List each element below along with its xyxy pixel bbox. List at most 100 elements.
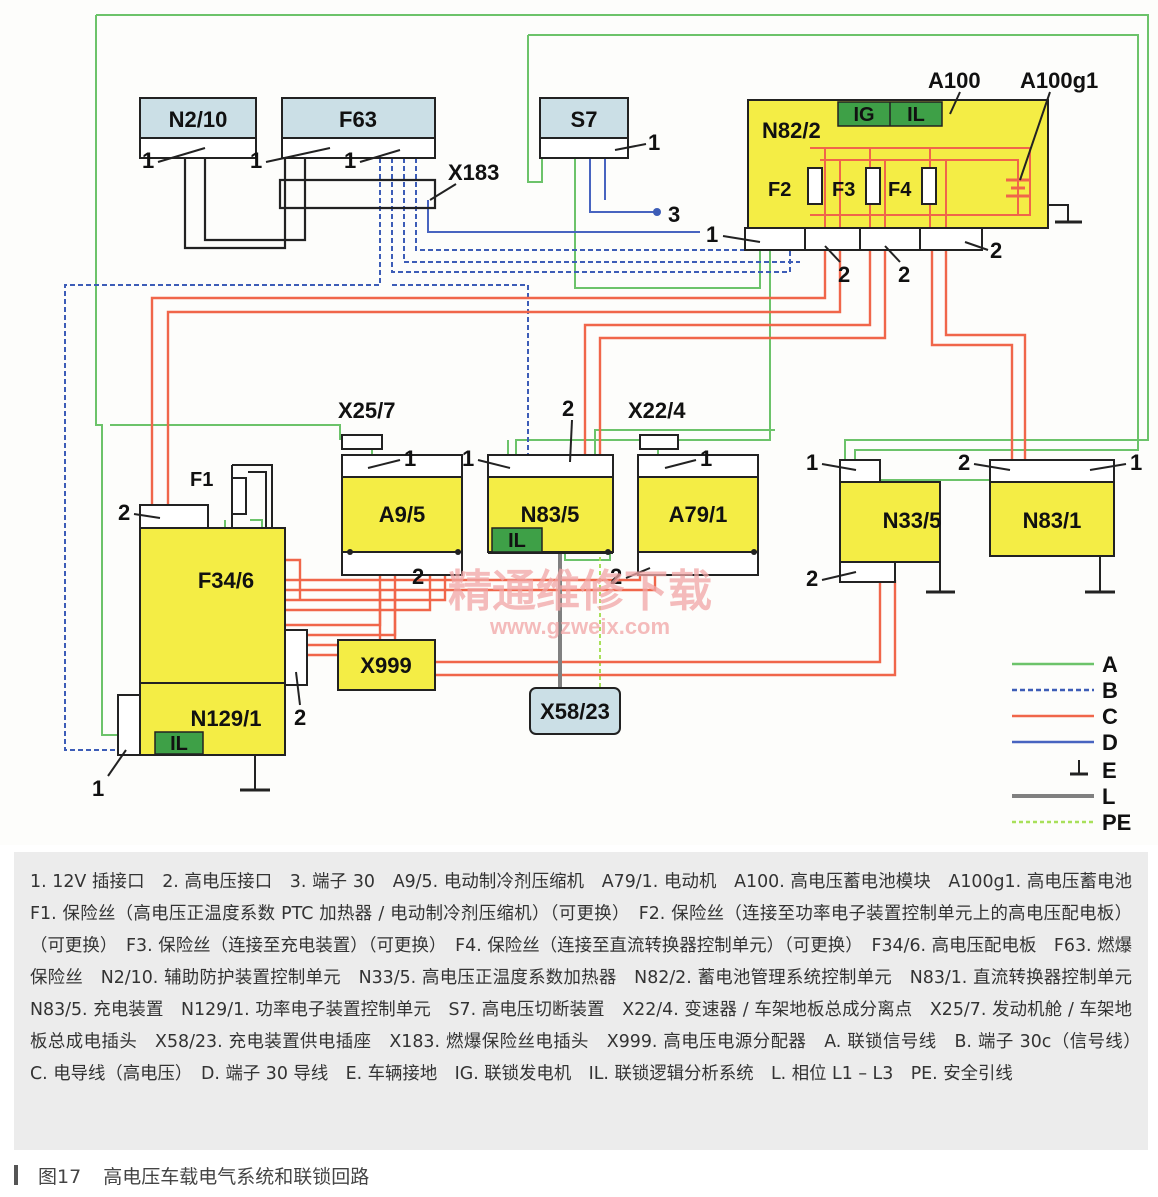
svg-text:2: 2 [898, 262, 910, 287]
terminal-30c-lines [64, 158, 808, 751]
a9-5-box [341, 476, 463, 553]
n83-1-label: N83/1 [1023, 508, 1082, 533]
fuse-f3-icon [865, 167, 881, 205]
wiring-diagram: N2/10 F63 S7 IG IL N82/2 F2 F3 F4 A [64, 14, 1149, 835]
pin-labels: 1 1 1 1 3 1 2 2 2 2 1 1 2 1 1 2 1 2 2 2 [92, 130, 1142, 801]
n83-5-il-module [491, 527, 543, 553]
watermark: 精通维修下载 www.gzweix.com [448, 567, 712, 639]
x22-4-label: X22/4 [628, 398, 686, 423]
x183-label: X183 [448, 160, 499, 185]
n83-1-ground-icon [1085, 556, 1115, 594]
n83-5-il-label: IL [508, 530, 526, 552]
x58-23-label: X58/23 [540, 699, 610, 724]
f1-label: F1 [190, 469, 213, 491]
figure-title-text: 高电压车载电气系统和联锁回路 [103, 1165, 370, 1188]
svg-text:PE: PE [1102, 810, 1131, 835]
svg-text:D: D [1102, 730, 1118, 755]
f34-6-label: F34/6 [198, 568, 254, 593]
n129-1-il-label: IL [170, 733, 188, 755]
figure-number: 图17 [38, 1165, 82, 1188]
svg-text:2: 2 [118, 500, 130, 525]
svg-text:1: 1 [344, 148, 356, 173]
svg-text:1: 1 [250, 148, 262, 173]
svg-text:1: 1 [142, 148, 154, 173]
svg-text:2: 2 [412, 564, 424, 589]
battery-cell-icon [1006, 178, 1030, 198]
low-voltage-lines [183, 158, 437, 250]
ground-points [347, 549, 757, 555]
fuse-f4-icon [921, 167, 937, 205]
legend-item-a: A [1012, 652, 1118, 677]
svg-text:1: 1 [648, 130, 660, 155]
a79-1-label: A79/1 [669, 502, 728, 527]
figure-title: 图17 高电压车载电气系统和联锁回路 [14, 1160, 714, 1190]
x999-label: X999 [360, 653, 411, 678]
svg-text:1: 1 [706, 222, 718, 247]
svg-text:C: C [1102, 704, 1118, 729]
x22-4-connector [639, 434, 679, 450]
terminal-30-lines [427, 158, 700, 233]
title-bar-icon [14, 1165, 18, 1185]
svg-text:精通维修下载: 精通维修下载 [448, 567, 712, 616]
ground-symbol-icon [1070, 760, 1088, 776]
il-label: IL [907, 104, 925, 126]
svg-text:A: A [1102, 652, 1118, 677]
a100g1-label: A100g1 [1020, 68, 1098, 93]
svg-text:2: 2 [990, 238, 1002, 263]
n82-2-label: N82/2 [762, 118, 821, 143]
terminal-30-dot [653, 208, 661, 216]
legend-item-pe: PE [1012, 810, 1131, 835]
f63-label: F63 [339, 107, 377, 132]
svg-text:2: 2 [838, 262, 850, 287]
svg-text:2: 2 [610, 564, 622, 589]
legend-item-e: E [1070, 758, 1117, 783]
s7-label: S7 [571, 107, 598, 132]
a9-5-label: A9/5 [379, 502, 425, 527]
svg-text:B: B [1102, 678, 1118, 703]
svg-text:3: 3 [668, 202, 680, 227]
n33-5-box [839, 481, 941, 563]
svg-text:E: E [1102, 758, 1117, 783]
legend-item-d: D [1012, 730, 1118, 755]
svg-text:1: 1 [1130, 450, 1142, 475]
ig-label: IG [853, 104, 874, 126]
figure-caption: 1. 12V 插接口 2. 高电压接口 3. 端子 30 A9/5. 电动制冷剂… [14, 852, 1149, 1150]
n129-1-label: N129/1 [191, 706, 262, 731]
x58-23-box [529, 687, 621, 735]
n33-5-label: N33/5 [883, 508, 942, 533]
legend-item-c: C [1012, 704, 1118, 729]
legend-item-b: B [1012, 678, 1118, 703]
n33-5-ground-icon [926, 562, 955, 594]
svg-text:2: 2 [562, 396, 574, 421]
x25-7-connector [341, 434, 383, 450]
a100-label: A100 [928, 68, 981, 93]
f63-header [281, 97, 436, 139]
n83-5-label: N83/5 [521, 502, 580, 527]
n129-1-il-module [154, 731, 204, 755]
legend-item-l: L [1012, 784, 1115, 809]
x999-box [337, 639, 436, 691]
svg-text:1: 1 [700, 446, 712, 471]
fuse-f2-icon [807, 167, 823, 205]
n129-1-ground-icon [240, 755, 270, 792]
svg-text:1: 1 [404, 446, 416, 471]
fuse-f1-icon [231, 477, 247, 515]
svg-text:L: L [1102, 784, 1115, 809]
x25-7-label: X25/7 [338, 398, 396, 423]
n82-2-connectors [744, 227, 983, 251]
svg-text:2: 2 [294, 705, 306, 730]
svg-text:1: 1 [92, 776, 104, 801]
legend: A B C D E L PE [1012, 652, 1131, 835]
a79-1-box [637, 476, 759, 553]
svg-text:2: 2 [806, 566, 818, 591]
svg-text:2: 2 [958, 450, 970, 475]
svg-text:www.gzweix.com: www.gzweix.com [489, 614, 670, 639]
f2-label: F2 [768, 179, 791, 201]
f34-6-box [139, 527, 286, 684]
n82-2-ground-icon [1048, 204, 1082, 224]
n2-10-label: N2/10 [169, 107, 228, 132]
f3-label: F3 [832, 179, 855, 201]
f4-label: F4 [888, 179, 912, 201]
svg-text:1: 1 [462, 446, 474, 471]
svg-text:1: 1 [806, 450, 818, 475]
